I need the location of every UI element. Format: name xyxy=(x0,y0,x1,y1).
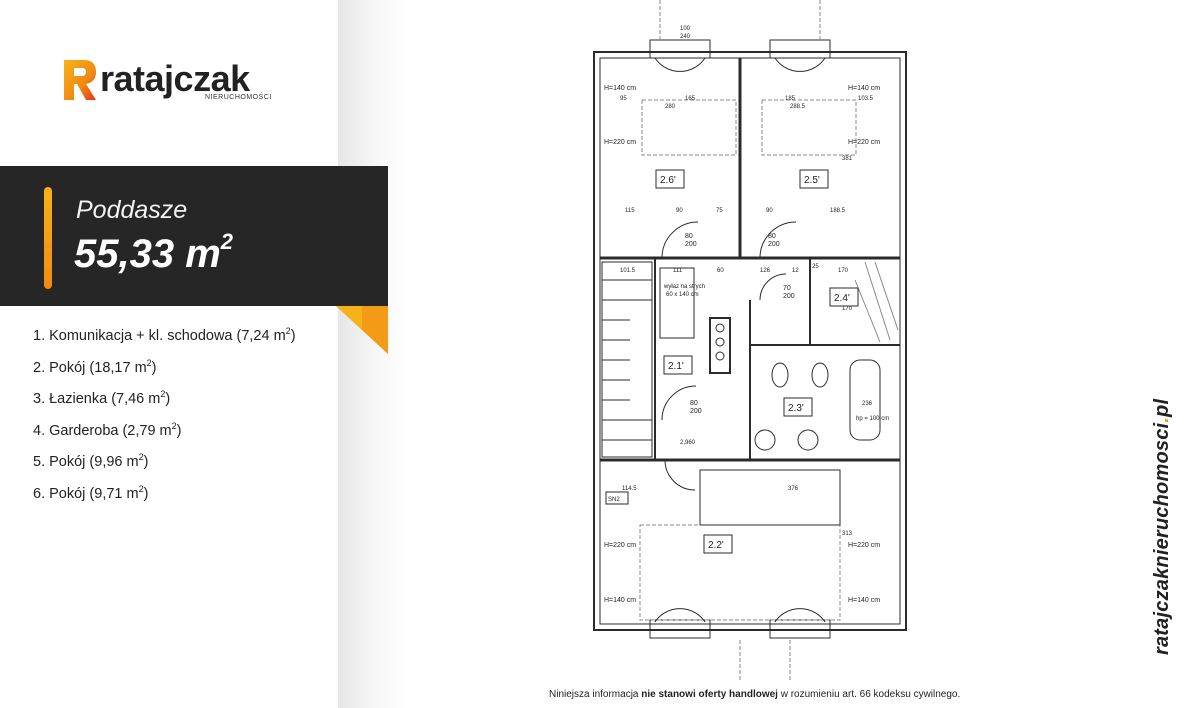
svg-text:wyłaz na strych: wyłaz na strych xyxy=(663,284,705,290)
website-url[interactable]: ratajczaknieruchomosci.pl xyxy=(1151,398,1173,655)
svg-text:126: 126 xyxy=(760,268,771,274)
svg-text:SN2: SN2 xyxy=(608,497,620,503)
svg-text:90: 90 xyxy=(676,208,683,214)
svg-text:381: 381 xyxy=(842,156,853,162)
floor-title-panel: Poddasze 55,33 m2 xyxy=(0,166,388,306)
logo-mark-icon xyxy=(64,60,96,100)
room-label: 2.3' xyxy=(788,403,804,414)
svg-text:H=220 cm: H=220 cm xyxy=(604,139,636,146)
svg-text:80: 80 xyxy=(685,233,693,240)
svg-text:25: 25 xyxy=(812,264,819,270)
svg-text:288.5: 288.5 xyxy=(790,104,806,110)
room-label: 2.2' xyxy=(708,540,724,551)
svg-text:80: 80 xyxy=(768,233,776,240)
svg-text:95: 95 xyxy=(620,96,627,102)
corner-accent-inner xyxy=(336,306,362,330)
svg-text:H=140 cm: H=140 cm xyxy=(848,597,880,604)
svg-text:H=140 cm: H=140 cm xyxy=(848,85,880,92)
svg-text:60 x 140 cm: 60 x 140 cm xyxy=(666,292,699,298)
svg-text:240: 240 xyxy=(680,34,691,40)
room-label: 2.5' xyxy=(804,175,820,186)
list-item: 5. Pokój (9,96 m2) xyxy=(33,452,149,470)
svg-text:H=220 cm: H=220 cm xyxy=(848,139,880,146)
svg-text:103.5: 103.5 xyxy=(858,96,874,102)
svg-text:280: 280 xyxy=(665,104,676,110)
svg-text:80: 80 xyxy=(690,400,698,407)
logo-subtitle: NIERUCHOMOŚCI xyxy=(205,94,272,101)
svg-text:115: 115 xyxy=(625,208,635,214)
room-label: 2.1' xyxy=(668,361,684,372)
floor-area: 55,33 m2 xyxy=(74,228,234,277)
svg-text:101.5: 101.5 xyxy=(620,268,636,274)
company-logo[interactable]: ratajczak NIERUCHOMOŚCI xyxy=(60,56,300,112)
room-label: 2.4' xyxy=(834,293,850,304)
svg-text:188.5: 188.5 xyxy=(830,208,846,214)
svg-text:200: 200 xyxy=(783,293,795,300)
svg-text:111: 111 xyxy=(673,268,683,274)
accent-bar xyxy=(44,187,52,289)
svg-text:200: 200 xyxy=(685,241,697,248)
page-divider-shade xyxy=(338,0,408,708)
svg-text:70: 70 xyxy=(783,285,791,292)
svg-text:H=220 cm: H=220 cm xyxy=(848,542,880,549)
svg-text:2,960: 2,960 xyxy=(680,440,696,446)
svg-text:60: 60 xyxy=(717,268,724,274)
floor-name: Poddasze xyxy=(76,196,188,224)
svg-text:90: 90 xyxy=(766,208,773,214)
disclaimer: Niniejsza informacja nie stanowi oferty … xyxy=(549,689,961,700)
svg-text:75: 75 xyxy=(716,208,723,214)
svg-text:236: 236 xyxy=(862,401,873,407)
svg-text:170: 170 xyxy=(838,268,849,274)
list-item: 4. Garderoba (2,79 m2) xyxy=(33,420,182,439)
svg-text:100: 100 xyxy=(680,26,691,32)
list-item: 1. Komunikacja + kl. schodowa (7,24 m2) xyxy=(33,326,296,344)
svg-text:170: 170 xyxy=(842,306,853,312)
svg-text:H=140 cm: H=140 cm xyxy=(604,85,636,92)
svg-text:H=220 cm: H=220 cm xyxy=(604,542,636,549)
svg-text:200: 200 xyxy=(690,408,702,415)
floor-area-unit-sup: 2 xyxy=(220,228,234,254)
list-item: 6. Pokój (9,71 m2) xyxy=(33,483,149,502)
svg-text:165: 165 xyxy=(685,96,696,102)
floor-plan: 2.6' 2.5' 2.4' 2.1' 2.3' 2.2' H=140 cm H… xyxy=(593,0,907,680)
room-list: 1. Komunikacja + kl. schodowa (7,24 m2) … xyxy=(33,320,296,509)
svg-text:12: 12 xyxy=(792,268,799,274)
floor-area-value: 55,33 m xyxy=(74,232,221,276)
logo-name: ratajczak xyxy=(100,58,250,99)
list-item: 2. Pokój (18,17 m2) xyxy=(33,357,157,376)
svg-text:H=140 cm: H=140 cm xyxy=(604,597,636,604)
list-item: 3. Łazienka (7,46 m2) xyxy=(33,389,171,407)
svg-text:185: 185 xyxy=(785,96,796,102)
svg-text:hp = 100 cm: hp = 100 cm xyxy=(856,416,889,422)
svg-text:376: 376 xyxy=(788,486,799,492)
svg-text:313: 313 xyxy=(842,531,853,537)
svg-text:200: 200 xyxy=(768,241,780,248)
room-label: 2.6' xyxy=(660,175,676,186)
svg-text:114.5: 114.5 xyxy=(622,486,637,492)
